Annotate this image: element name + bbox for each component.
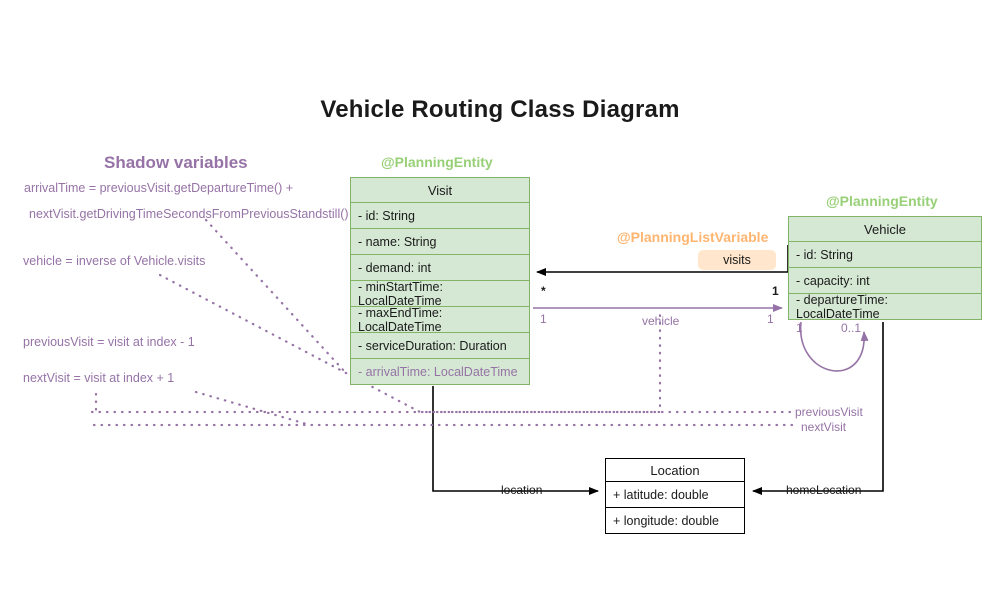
page-title: Vehicle Routing Class Diagram [320, 96, 680, 123]
homelocation-edge-label: homeLocation [786, 483, 862, 497]
visit-attribute-demand: - demand: int [350, 255, 530, 281]
visit-class-name: Visit [350, 177, 530, 203]
vehicle-attribute-departuretime: - departureTime: LocalDateTime [788, 293, 982, 321]
shadow-variable-arrivaltime-line1: arrivalTime = previousVisit.getDeparture… [24, 181, 294, 195]
vehicle-multiplicity-right: 1 [767, 312, 774, 326]
planning-list-variable-stereotype: @PlanningListVariable [617, 229, 769, 245]
self-loop-multiplicity-left: 1 [796, 321, 803, 335]
class-box-location[interactable]: Location + latitude: double + longitude:… [605, 458, 745, 534]
vehicle-attribute-id: - id: String [788, 242, 982, 268]
class-box-visit[interactable]: Visit - id: String - name: String - dema… [350, 177, 530, 385]
vehicle-attribute-capacity: - capacity: int [788, 268, 982, 294]
vehicle-class-name: Vehicle [788, 216, 982, 242]
edge-visit-location [432, 386, 599, 495]
visits-multiplicity-right: 1 [772, 284, 779, 298]
visit-attribute-name: - name: String [350, 229, 530, 255]
vehicle-edge-label: vehicle [642, 314, 680, 328]
class-box-vehicle[interactable]: Vehicle - id: String - capacity: int - d… [788, 216, 982, 321]
vehicle-stereotype: @PlanningEntity [826, 193, 938, 209]
visits-badge: visits [698, 250, 776, 270]
visit-attribute-minstarttime: - minStartTime: LocalDateTime [350, 280, 530, 308]
visit-attribute-maxendtime: - maxEndTime: LocalDateTime [350, 306, 530, 334]
location-edge-label: location [501, 483, 543, 497]
shadow-variable-arrivaltime-line2: nextVisit.getDrivingTimeSecondsFromPrevi… [29, 207, 349, 221]
visit-attribute-id: - id: String [350, 203, 530, 229]
shadow-variable-nextvisit: nextVisit = visit at index + 1 [23, 371, 175, 385]
shadow-variables-title: Shadow variables [104, 153, 248, 172]
previousvisit-edge-label: previousVisit [795, 405, 863, 419]
location-attribute-longitude: + longitude: double [605, 508, 745, 534]
visits-multiplicity-left: * [541, 284, 546, 298]
visit-attribute-arrivaltime: - arrivalTime: LocalDateTime [350, 359, 530, 385]
visit-attribute-serviceduration: - serviceDuration: Duration [350, 333, 530, 359]
nextvisit-edge-label: nextVisit [801, 420, 847, 434]
shadow-variable-previousvisit: previousVisit = visit at index - 1 [23, 335, 195, 349]
location-class-name: Location [605, 458, 745, 482]
location-attribute-latitude: + latitude: double [605, 482, 745, 508]
shadow-variable-vehicle: vehicle = inverse of Vehicle.visits [23, 254, 206, 268]
vehicle-multiplicity-left: 1 [540, 312, 547, 326]
self-loop-multiplicity-right: 0..1 [841, 321, 862, 335]
visit-stereotype: @PlanningEntity [381, 154, 493, 170]
